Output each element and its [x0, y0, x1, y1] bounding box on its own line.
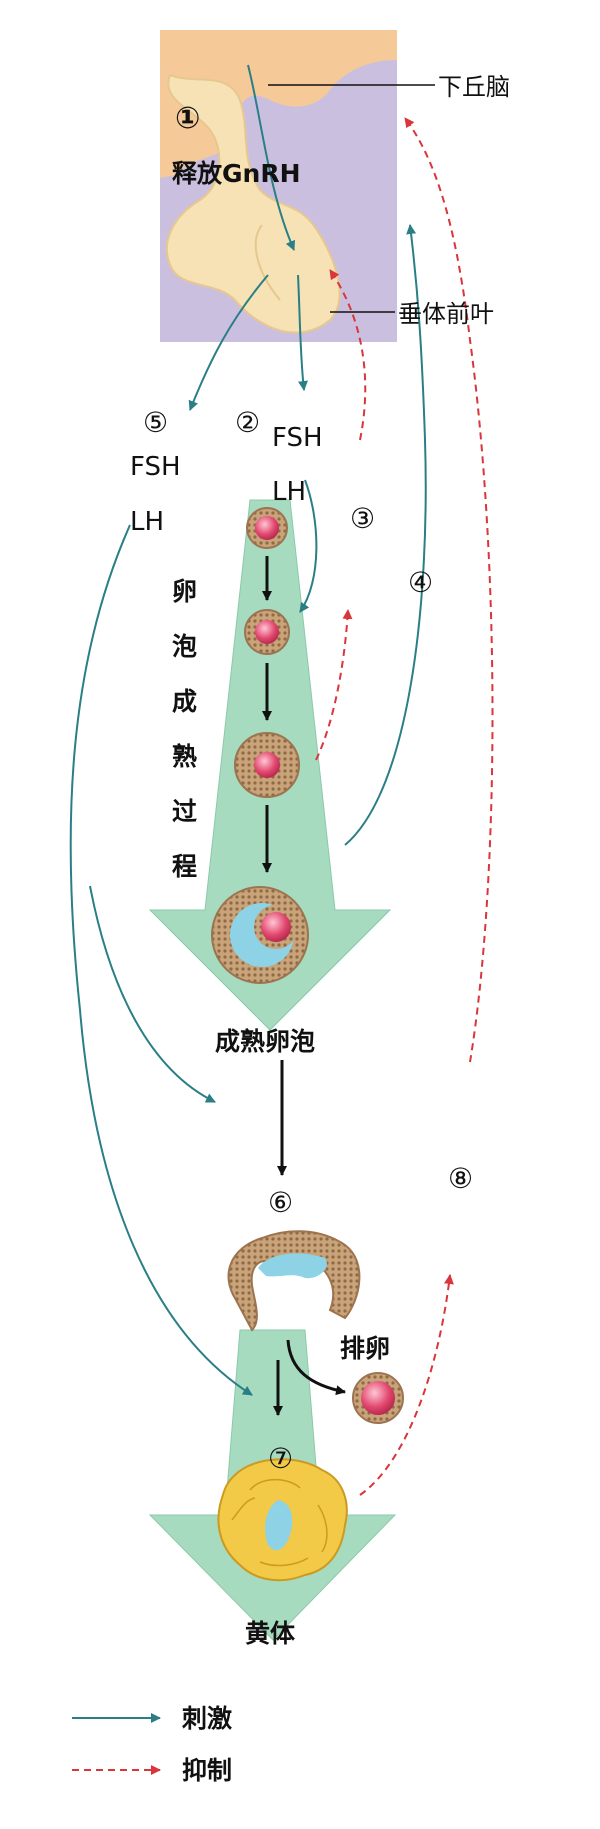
num-4: ④: [408, 566, 433, 599]
inhibit-follicle-arrow-3: [315, 609, 353, 761]
lh-left-label: LH: [130, 507, 164, 537]
step1-number: ①: [175, 101, 200, 136]
maturation-char: 卵: [172, 577, 197, 606]
pituitary-to-fsh-left-arrow: [188, 274, 269, 411]
legend: 刺激 抑制: [72, 1704, 232, 1785]
follicle-3: [234, 732, 300, 798]
num-2: ②: [235, 406, 260, 439]
ovulation-arrow: [286, 1339, 346, 1396]
released-egg: [352, 1372, 404, 1424]
legend-inhibit-label: 抑制: [182, 1756, 232, 1785]
follicle-1: [246, 507, 288, 549]
corpus-luteum-shape: [217, 1458, 348, 1582]
pituitary-lobe-line: [254, 224, 281, 301]
hypothalamus-label: 下丘脑: [438, 73, 510, 101]
lh-mid-label: LH: [272, 477, 306, 507]
inhibit-corpus-luteum-arrow: [359, 1274, 454, 1496]
num-6: ⑥: [268, 1186, 293, 1219]
inhibit-to-pituitary-arrow: [329, 269, 367, 441]
maturation-char: 程: [172, 852, 197, 881]
step1-text: 释放GnRH: [172, 159, 301, 188]
fsh-mid-label: FSH: [272, 423, 323, 453]
ruptured-follicle: [227, 1230, 361, 1332]
pituitary-shape: [165, 73, 341, 334]
maturation-char: 熟: [172, 742, 197, 771]
maturation-char: 泡: [172, 632, 197, 661]
lh-to-follicle-arrow: [299, 479, 318, 613]
num-7: ⑦: [268, 1442, 293, 1475]
inhibit-arrows: [315, 117, 494, 1496]
corpus-luteum-label: 黄体: [245, 1619, 296, 1648]
follicle-2: [244, 609, 290, 655]
hypothalamus-to-pituitary-arrow: [247, 64, 296, 251]
fsh-left-label: FSH: [130, 452, 181, 482]
num-5: ⑤: [143, 406, 168, 439]
maturation-process-label: 卵 泡 成 熟 过 程: [172, 577, 197, 881]
pituitary-to-fsh-mid-arrow: [297, 274, 308, 391]
legend-stimulate-label: 刺激: [182, 1704, 232, 1733]
maturation-char: 过: [172, 797, 197, 826]
brain-panel: [160, 30, 397, 342]
pituitary-label: 垂体前叶: [398, 300, 494, 328]
follicle-to-hypothalamus-arrow-4: [344, 224, 427, 846]
mature-follicle-label: 成熟卵泡: [215, 1027, 315, 1056]
lh-to-corpus-luteum-arrow: [69, 524, 253, 1396]
inhibit-to-hypothalamus-arrow-8: [404, 117, 494, 1063]
lh-to-ovulation-arrow: [89, 885, 216, 1103]
stimulate-arrows: [69, 64, 427, 1396]
follicle-mature: [211, 886, 309, 984]
maturation-char: 成: [172, 687, 197, 716]
ovulation-label: 排卵: [340, 1334, 390, 1363]
num-8: ⑧: [448, 1162, 473, 1195]
num-3: ③: [350, 502, 375, 535]
